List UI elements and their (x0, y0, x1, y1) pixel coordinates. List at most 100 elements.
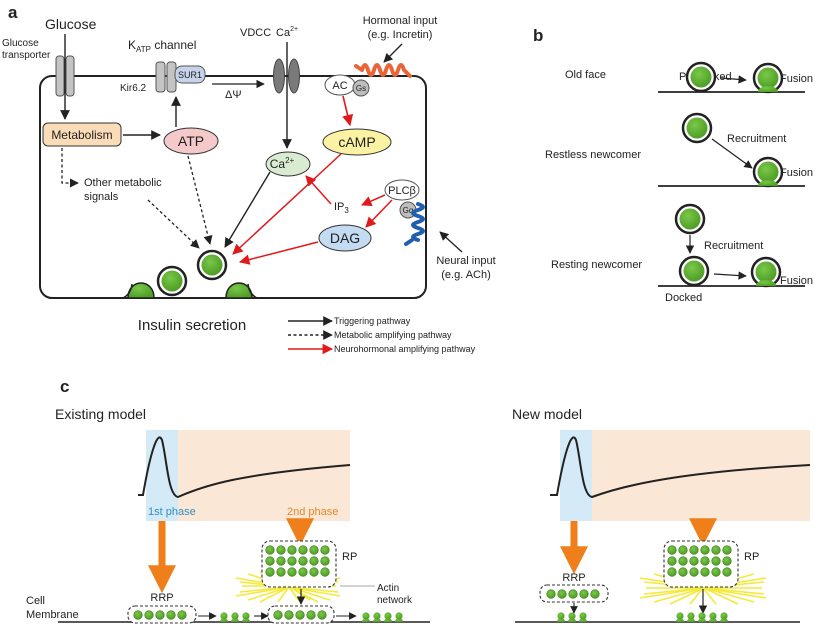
dag-node (318, 224, 372, 252)
other-metabolic-signals-line1: Other metabolic (84, 177, 162, 189)
gq-label: Gq (403, 206, 414, 215)
rp-label-existing: RP (342, 551, 357, 563)
actin-label-line2: network (377, 595, 413, 606)
fused-vesicles-existing-2 (362, 612, 403, 622)
old-face-label: Old face (565, 69, 606, 81)
kir62-label: Kir6.2 (120, 83, 147, 94)
second-phase-label: 2nd phase (287, 506, 338, 518)
vdcc-label: VDCC (240, 27, 271, 39)
glucose-transporter-label-line1: Glucose (2, 38, 39, 49)
panel-a-letter: a (8, 3, 18, 22)
new-model-title: New model (512, 406, 582, 422)
atp-label: ATP (178, 133, 204, 149)
camp-label: cAMP (338, 134, 375, 150)
actin-label-line1: Actin (377, 583, 399, 594)
recruitment-label-1: Recruitment (727, 133, 786, 145)
metabolism-label: Metabolism (51, 128, 112, 142)
dag-label: DAG (330, 230, 360, 246)
arrow-restless-recruitment (711, 138, 753, 169)
existing-model-title: Existing model (55, 406, 146, 422)
arrow-plcb-to-dag (365, 199, 393, 228)
gpcr-receptor-icon (354, 63, 412, 78)
katp-channel-label: KATP channel (128, 38, 196, 54)
arrow-other-to-vesicle (147, 199, 200, 249)
arrow-atp-to-vesicle (187, 155, 213, 245)
fusion-label-1: Fusion (780, 73, 813, 85)
metabolism-box (42, 122, 122, 147)
legend-metabolic: Metabolic amplifying pathway (334, 330, 452, 340)
vesicle-fusion-resting (750, 256, 782, 288)
rrp-vesicles-existing (133, 610, 187, 620)
cell-membrane-label-line1: Cell (26, 595, 45, 607)
fusion-label-3: Fusion (780, 275, 813, 287)
pathway-legend: Triggering pathway Metabolic amplifying … (288, 316, 476, 355)
docked-label: Docked (665, 292, 702, 304)
katp-channel (155, 61, 206, 93)
arrow-neural-input (439, 231, 463, 253)
panel-b-letter: b (533, 26, 543, 45)
ca-intracellular-label: Ca2+ (270, 156, 295, 171)
gs-node (352, 79, 370, 97)
panel-c-letter: c (60, 377, 69, 396)
vdcc-channel (273, 58, 300, 94)
glucose-transporter-label-line2: transporter (2, 50, 51, 61)
ca-extracellular-label: Ca2+ (276, 26, 298, 39)
panel-c: c Existing model New model 1st phase 2nd… (26, 377, 811, 624)
arrow-ip3-to-ca (305, 175, 332, 205)
gs-label: Gs (356, 84, 366, 93)
delta-psi-label: ΔΨ (225, 89, 242, 101)
arrow-plcb-to-ip3 (361, 194, 386, 207)
rrp-label-existing: RRP (150, 592, 173, 604)
ac-label: AC (332, 80, 347, 92)
secretion-trace-new (550, 436, 811, 499)
rp-label-new: RP (744, 551, 759, 563)
secretion-trace-existing (138, 436, 351, 499)
arrow-dag-to-vesicle (238, 241, 319, 265)
atp-node (163, 127, 219, 155)
second-phase-bg-existing (178, 430, 350, 521)
cell-membrane-label-line2: Membrane (26, 609, 79, 621)
ip3-label: IP3 (334, 201, 349, 215)
arrow-ca-to-vesicle (224, 171, 271, 248)
arrow-hormonal-input (383, 43, 403, 63)
first-phase-label: 1st phase (148, 506, 196, 518)
arrow-camp-to-vesicle (232, 153, 342, 255)
second-phase-bg-new (592, 430, 810, 521)
legend-triggering: Triggering pathway (334, 316, 411, 326)
plcb-node (384, 179, 420, 201)
panel-a: a Glucose Glucose transporter KATP chann… (2, 3, 496, 355)
arrow-metabolism-to-other (61, 148, 79, 188)
fusion-label-2: Fusion (780, 167, 813, 179)
resting-newcomer-label: Resting newcomer (551, 259, 642, 271)
neural-input-label-line1: Neural input (436, 255, 495, 267)
restless-newcomer-label: Restless newcomer (545, 149, 641, 161)
sur1-label: SUR1 (178, 70, 202, 80)
other-metabolic-signals-line2: signals (84, 191, 119, 203)
rp-vesicles-existing (265, 545, 330, 577)
first-phase-bg-existing (146, 430, 178, 521)
docked-vesicles-existing (273, 610, 327, 620)
arrow-ac-to-camp (342, 95, 354, 127)
arrow-old-face (720, 75, 747, 84)
ca-intracellular-node (265, 151, 311, 177)
rrp-label-new: RRP (562, 572, 585, 584)
fused-vesicles-existing-1 (220, 612, 250, 622)
legend-neurohormonal: Neurohormonal amplifying pathway (334, 344, 476, 354)
panel-b: b Old face Predocked Fusion Restless new… (533, 26, 813, 304)
fused-vesicles-new-2 (676, 612, 728, 622)
plcb-label: PLCβ (388, 185, 416, 197)
fused-vesicles-new-1 (557, 612, 587, 622)
rrp-vesicles-new (546, 589, 600, 599)
muscarinic-receptor-icon (404, 202, 425, 246)
rp-vesicles-new (667, 545, 732, 577)
arrow-docked-to-fusion (713, 271, 747, 280)
first-phase-bg-new (560, 430, 592, 521)
camp-node (322, 128, 392, 156)
recruitment-label-2: Recruitment (704, 240, 763, 252)
cell-vesicles (122, 249, 258, 299)
hormonal-input-label-line2: (e.g. Incretin) (368, 29, 433, 41)
neural-input-label-line2: (e.g. ACh) (441, 269, 491, 281)
vesicle-fusion-old-face (752, 62, 784, 94)
